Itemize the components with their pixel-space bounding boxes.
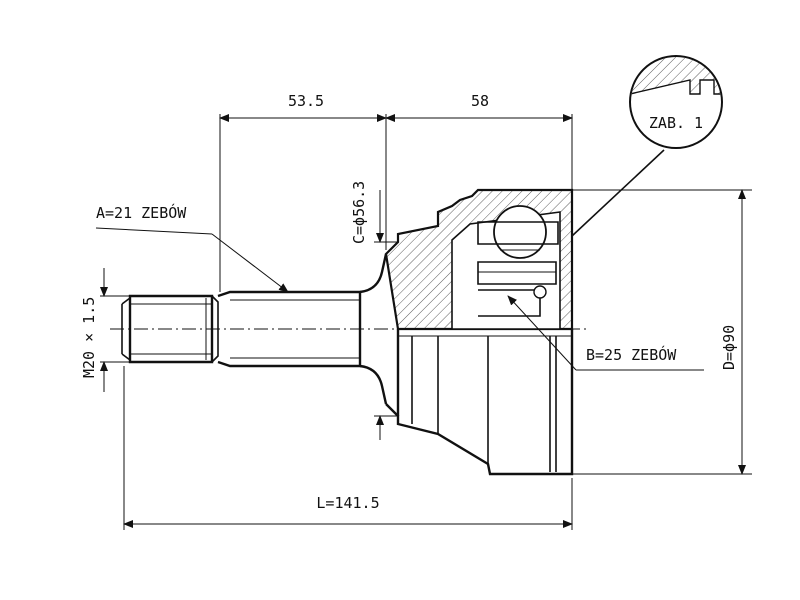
body-diameter-label: D=ϕ90 <box>720 325 738 370</box>
ball-and-cage <box>477 205 559 317</box>
inner-splines-label: B=25 ZEBÓW <box>586 345 677 364</box>
thread-label: M20 × 1.5 <box>80 297 98 378</box>
total-length-label: L=141.5 <box>316 494 379 512</box>
detail-label: ZAB. 1 <box>649 114 703 132</box>
dimension-body-diameter <box>572 189 752 475</box>
dimension-body-length <box>385 114 573 190</box>
detail-bubble <box>571 55 723 237</box>
dimension-thread <box>100 268 130 392</box>
outer-splines-label: A=21 ZEBÓW <box>96 203 187 222</box>
outer-splines-leader-arrow <box>211 233 289 293</box>
spline-length-label: 53.5 <box>288 92 324 110</box>
dimension-spline-length <box>219 114 387 292</box>
outer-splines-leader <box>95 227 213 235</box>
dimension-total-length <box>123 366 573 530</box>
seal-diameter-label: C=ϕ56.3 <box>350 181 368 244</box>
inner-splines-leader-arrow <box>507 295 577 371</box>
body-length-label: 58 <box>471 92 489 110</box>
dimension-seal-diameter <box>374 190 398 440</box>
